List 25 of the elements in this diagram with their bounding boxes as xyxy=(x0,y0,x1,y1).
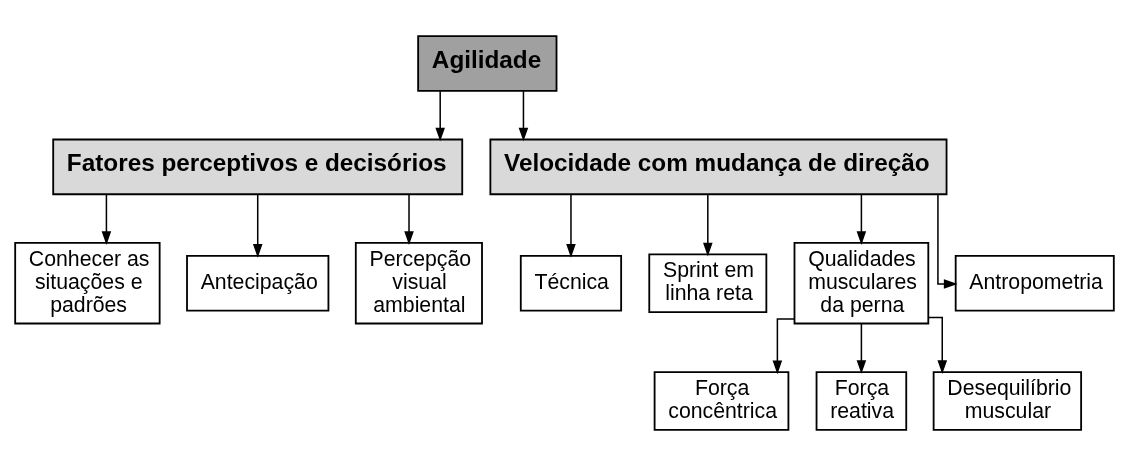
arrow xyxy=(518,89,529,141)
node-box: Qualidades musculares da perna xyxy=(793,241,930,324)
arrow xyxy=(772,317,796,374)
node-box: Antropometria xyxy=(954,254,1115,311)
arrow xyxy=(101,193,112,245)
node-box: Percepção visual ambiental xyxy=(354,241,483,324)
node-box: Técnica xyxy=(519,254,623,311)
node-box: Força reativa xyxy=(815,370,908,431)
node-box: Agilidade xyxy=(417,34,558,92)
arrow xyxy=(928,316,948,374)
arrow xyxy=(856,193,867,245)
node-box: Fatores perceptivos e decisórios xyxy=(52,138,464,195)
node-box: Antecipação xyxy=(186,254,330,311)
node-box: Velocidade com mudança de direção xyxy=(489,138,948,195)
node-box: Sprint em linha reta xyxy=(648,252,768,313)
arrow xyxy=(252,193,263,258)
arrow xyxy=(703,193,713,256)
node-box: Desequilíbrio muscular xyxy=(932,370,1083,431)
arrow xyxy=(566,193,576,258)
arrow xyxy=(856,322,867,374)
arrow xyxy=(435,89,445,141)
arrow xyxy=(937,193,958,289)
arrow xyxy=(404,193,414,245)
node-box: Conhecer as situações e padrões xyxy=(14,241,161,324)
node-box: Força concêntrica xyxy=(653,370,790,431)
